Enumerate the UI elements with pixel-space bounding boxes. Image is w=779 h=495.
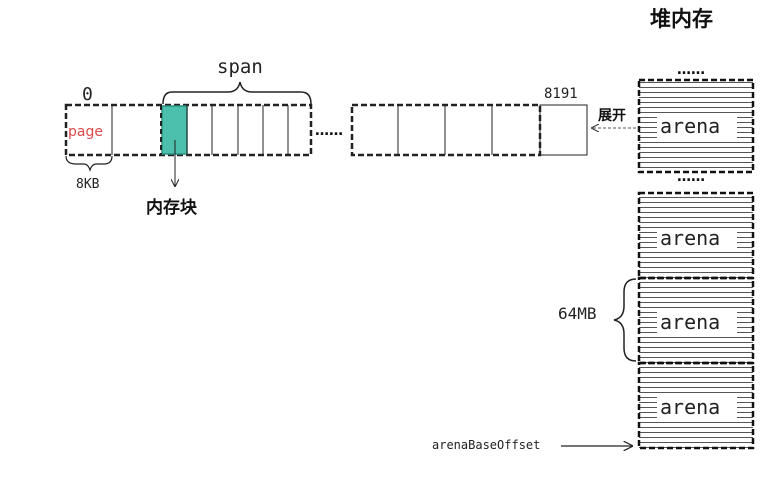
arena-label: arena <box>660 226 720 250</box>
arena-label-bg <box>657 228 737 250</box>
arena-ellipsis-top: …… <box>677 62 705 78</box>
page-group-outline <box>350 103 542 157</box>
page-end-index: 8191 <box>544 86 578 102</box>
arena-label-bg <box>657 116 737 138</box>
arena-size-label: 64MB <box>558 304 597 323</box>
span-brace <box>162 81 312 105</box>
page-row-ellipsis: …… <box>315 123 343 139</box>
last-page-cell <box>539 104 588 156</box>
page-size-label: 8KB <box>76 177 100 192</box>
page-row-left: page <box>64 103 313 157</box>
span-group-outline <box>64 103 313 157</box>
span-label: span <box>217 56 263 78</box>
page-label: page <box>68 124 103 140</box>
page-start-index: 0 <box>82 84 93 105</box>
page-row-right <box>350 103 588 157</box>
arena-size-brace <box>613 278 637 362</box>
heap-title: 堆内存 <box>650 7 713 31</box>
memory-block-label: 内存块 <box>146 197 198 218</box>
arena-block: arena <box>637 276 755 365</box>
arena-label: arena <box>660 114 720 138</box>
arena-label-bg <box>657 312 737 334</box>
arena-label: arena <box>660 310 720 334</box>
page-size-brace <box>65 155 113 172</box>
arena-block: arena <box>637 191 755 280</box>
arena-base-offset-label: arenaBaseOffset <box>432 438 540 452</box>
arena-label-bg <box>657 397 737 419</box>
expand-label: 展开 <box>598 108 626 124</box>
arena-block: arena <box>637 78 755 174</box>
arena-block: arena <box>637 361 755 450</box>
arena-label: arena <box>660 395 720 419</box>
